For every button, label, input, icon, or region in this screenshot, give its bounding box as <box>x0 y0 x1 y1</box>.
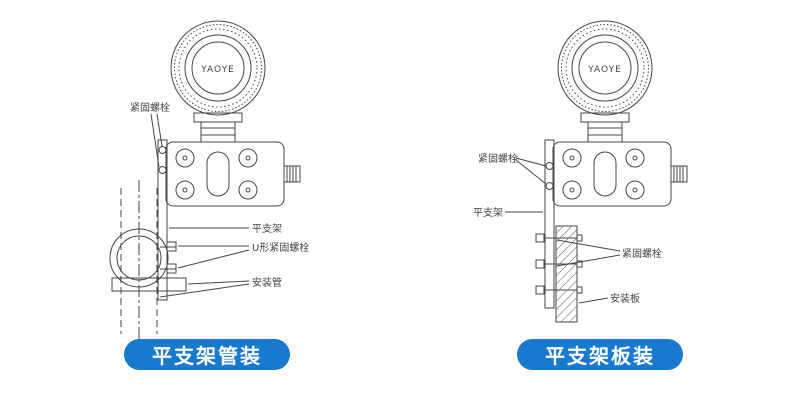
pipe-mount-button[interactable]: 平支架管装 <box>124 339 290 370</box>
label-mounting-pipe: 安装管 <box>252 276 282 289</box>
leader-lines-right <box>505 157 621 304</box>
mounting-plate <box>555 225 578 323</box>
transmitter-left <box>165 20 301 207</box>
diagram-pipe-mount: 紧固螺栓 平支架 U形紧固螺栓 安装管 <box>109 20 309 340</box>
mounting-pipe <box>120 180 158 340</box>
plate-bolts <box>535 233 583 295</box>
label-u-bolt: U形紧固螺栓 <box>252 241 309 254</box>
fastening-bolt-icon <box>545 182 554 190</box>
fastening-bolt-icon <box>545 162 554 170</box>
label-flat-bracket: 平支架 <box>473 207 503 219</box>
u-bolt-clamp <box>109 228 177 288</box>
label-fastening-bolt: 紧固螺栓 <box>478 152 518 165</box>
transmitter-right <box>552 20 688 207</box>
label-fastening-bolt: 紧固螺栓 <box>130 101 170 114</box>
fastening-bolt-icon <box>158 166 167 174</box>
label-mounting-plate: 安装板 <box>610 292 640 305</box>
leader-lines-left <box>150 113 250 298</box>
flat-bracket <box>111 139 187 301</box>
fastening-bolt-icon <box>158 146 167 154</box>
plate-mount-button[interactable]: 平支架板装 <box>517 339 683 370</box>
label-flat-bracket: 平支架 <box>252 223 282 235</box>
flat-bracket <box>544 139 555 309</box>
diagram-plate-mount: 紧固螺栓 平支架 紧固螺栓 安装板 <box>473 20 688 323</box>
label-fastening-bolt-2: 紧固螺栓 <box>622 247 662 260</box>
